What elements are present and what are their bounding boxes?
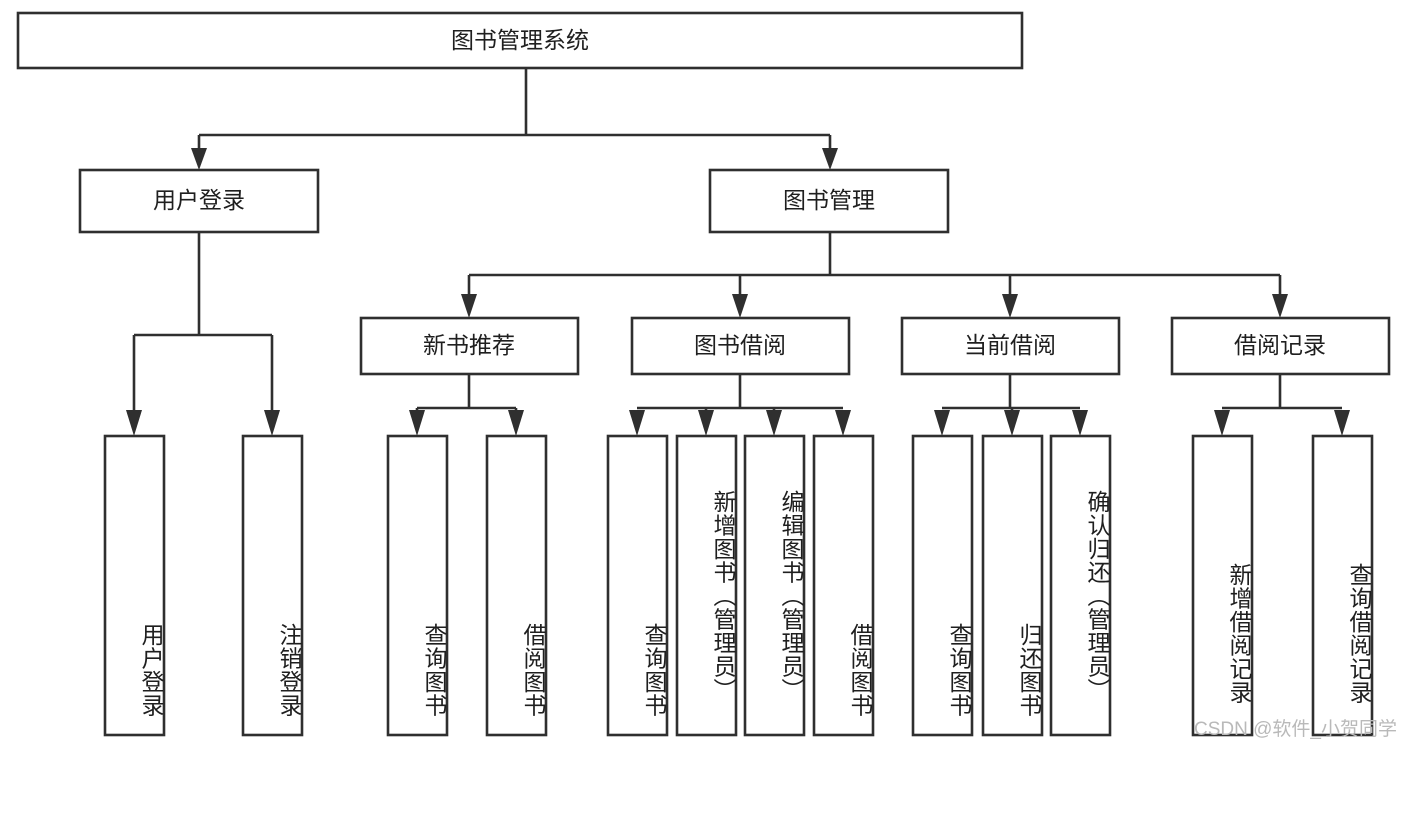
node-book-borrow-box[interactable]: [630, 316, 851, 376]
leaf-box-confirm-return-admin[interactable]: [1049, 434, 1112, 737]
leaf-box-borrow-book[interactable]: [812, 434, 875, 737]
node-user-login-box[interactable]: [78, 168, 320, 234]
leaf-box-borrow-book-newbook[interactable]: [485, 434, 548, 737]
arrowhead-borrow: [732, 294, 748, 318]
arrowhead-user-login: [191, 148, 207, 170]
node-book-management-box[interactable]: [708, 168, 950, 234]
arrowhead-record: [1272, 294, 1288, 318]
arrowhead-current-leaf3: [1072, 410, 1088, 436]
arrowhead-newbook: [461, 294, 477, 318]
node-current-borrow[interactable]: 当前借阅: [900, 316, 1121, 376]
leaf-box-query-book-newbook[interactable]: [386, 434, 449, 737]
node-borrow-record[interactable]: 借阅记录: [1170, 316, 1391, 376]
arrowhead-newbook-leaf2: [508, 410, 524, 436]
arrowhead-record-leaf2: [1334, 410, 1350, 436]
node-new-book-recommend-label: 新书推荐: [423, 332, 515, 358]
node-book-management-label: 图书管理: [783, 187, 875, 213]
leaf-box-query-book-current[interactable]: [911, 434, 974, 737]
node-current-borrow-label: 当前借阅: [964, 332, 1056, 358]
watermark-text: CSDN @软件_小贺同学: [1194, 719, 1397, 740]
leaf-box-query-book-borrow[interactable]: [606, 434, 669, 737]
leaf-box-user-login[interactable]: [103, 434, 166, 737]
arrowhead-current: [1002, 294, 1018, 318]
node-root[interactable]: 图书管理系统: [16, 11, 1024, 70]
arrowhead-current-leaf1: [934, 410, 950, 436]
node-root-box[interactable]: [16, 11, 1024, 70]
arrowhead-borrow-leaf3: [766, 410, 782, 436]
node-user-login[interactable]: 用户登录: [78, 168, 320, 234]
leaf-box-add-book-admin[interactable]: [675, 434, 738, 737]
node-root-label: 图书管理系统: [451, 27, 589, 53]
leaf-box-edit-book-admin[interactable]: [743, 434, 806, 737]
arrowhead-record-leaf1: [1214, 410, 1230, 436]
leaf-box-return-book[interactable]: [981, 434, 1044, 737]
flowchart-svg: 图书管理系统 用户登录 图书管理 新书推荐 图书借阅 当前借阅 借阅记录: [16, 11, 1391, 737]
node-borrow-record-label: 借阅记录: [1234, 332, 1326, 358]
node-book-management[interactable]: 图书管理: [708, 168, 950, 234]
connector-layer: [126, 68, 1350, 436]
arrowhead-newbook-leaf1: [409, 410, 425, 436]
arrowhead-current-leaf2: [1004, 410, 1020, 436]
node-new-book-recommend-box[interactable]: [359, 316, 580, 376]
node-book-borrow[interactable]: 图书借阅: [630, 316, 851, 376]
node-borrow-record-box[interactable]: [1170, 316, 1391, 376]
leaf-box-add-borrow-record[interactable]: [1191, 434, 1254, 737]
arrowhead-borrow-leaf2: [698, 410, 714, 436]
node-user-login-label: 用户登录: [153, 187, 245, 213]
arrowhead-borrow-leaf4: [835, 410, 851, 436]
arrowhead-leaf-user-login: [126, 410, 142, 436]
node-current-borrow-box[interactable]: [900, 316, 1121, 376]
arrowhead-leaf-logout: [264, 410, 280, 436]
node-new-book-recommend[interactable]: 新书推荐: [359, 316, 580, 376]
arrowhead-book-mgmt: [822, 148, 838, 170]
arrowhead-borrow-leaf1: [629, 410, 645, 436]
diagram-canvas: 图书管理系统 用户登录 图书管理 新书推荐 图书借阅 当前借阅 借阅记录: [16, 11, 1397, 740]
node-book-borrow-label: 图书借阅: [694, 332, 786, 358]
leaf-box-query-borrow-record[interactable]: [1311, 434, 1374, 737]
leaf-box-logout[interactable]: [241, 434, 304, 737]
